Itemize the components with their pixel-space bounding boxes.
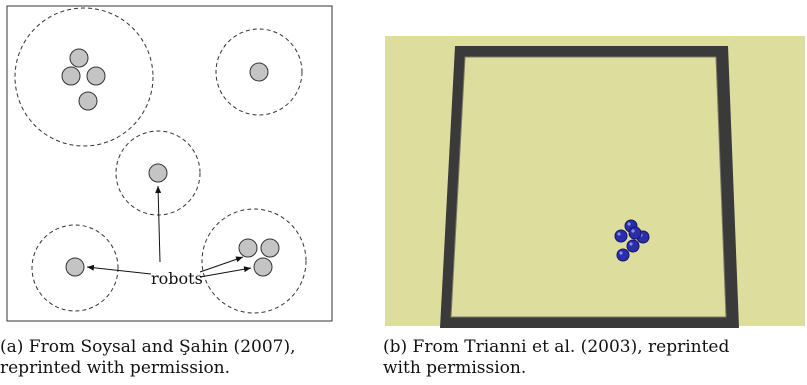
- robot: [65, 257, 85, 277]
- schematic-arena-diagram: robots: [6, 5, 333, 322]
- robot: [69, 48, 89, 68]
- robots-label: robots: [151, 269, 203, 288]
- aggregation-zone: [31, 224, 119, 312]
- robot: [238, 238, 258, 258]
- figure-b: (b) From Trianni et al. (2003), reprinte…: [383, 0, 807, 385]
- robot: [253, 257, 273, 277]
- caption-a: (a) From Soysal and Şahin (2007), reprin…: [0, 337, 340, 379]
- robot: [78, 91, 98, 111]
- caption-b-line-2: with permission.: [383, 358, 527, 378]
- aggregation-zone: [14, 7, 154, 147]
- caption-b: (b) From Trianni et al. (2003), reprinte…: [383, 337, 807, 379]
- robot-highlight: [617, 232, 621, 236]
- robot: [626, 239, 640, 253]
- aggregation-zone: [115, 130, 201, 216]
- robot: [148, 163, 168, 183]
- caption-a-line-1: (a) From Soysal and Şahin (2007),: [0, 337, 296, 357]
- arena-border: [6, 5, 333, 322]
- robot-highlight: [627, 222, 631, 226]
- figure-a: robots (a) From Soysal and Şahin (2007),…: [0, 0, 340, 385]
- robot: [260, 238, 280, 258]
- robot: [616, 248, 630, 262]
- robot: [628, 226, 642, 240]
- robot: [86, 66, 106, 86]
- pointer-arrow: [199, 256, 244, 273]
- simulation-render: [385, 36, 805, 328]
- pointer-arrow: [199, 266, 252, 278]
- pointer-arrow: [155, 185, 162, 263]
- robot: [249, 62, 269, 82]
- robot-highlight: [629, 242, 633, 246]
- robot: [61, 66, 81, 86]
- robot: [614, 229, 628, 243]
- robot-highlight: [631, 229, 635, 233]
- aggregation-zone: [201, 208, 307, 314]
- pointer-arrow: [86, 264, 152, 275]
- arena-wall-inner-edge: [450, 56, 727, 318]
- caption-a-line-2: reprinted with permission.: [0, 358, 231, 378]
- caption-b-line-1: (b) From Trianni et al. (2003), reprinte…: [383, 337, 730, 357]
- aggregation-zone: [215, 28, 303, 116]
- robot-highlight: [619, 251, 623, 255]
